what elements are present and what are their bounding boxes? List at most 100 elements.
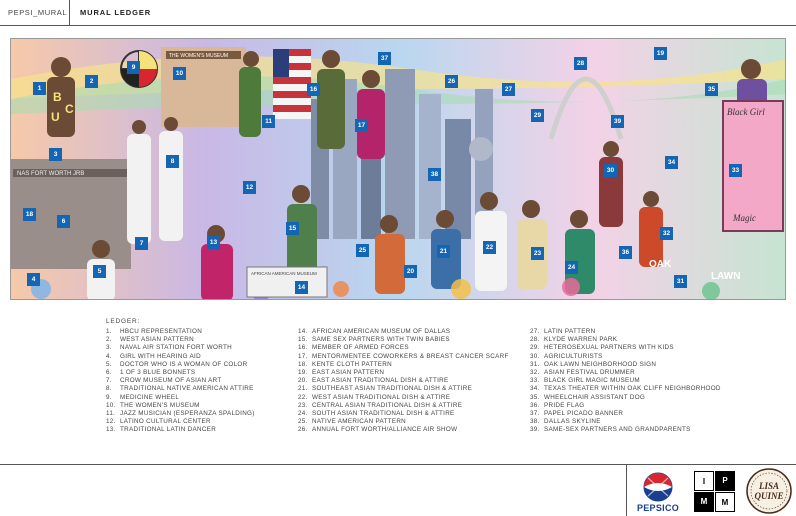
mural-marker-36[interactable]: 36: [619, 246, 632, 259]
ledger-item: 31.OAK LAWN NEIGHBORHOOD SIGN: [530, 360, 657, 368]
mural-marker-13[interactable]: 13: [207, 236, 220, 249]
mural-marker-26[interactable]: 26: [445, 75, 458, 88]
quine-text: QUINE: [754, 491, 783, 501]
mural-marker-15[interactable]: 15: [286, 222, 299, 235]
mural-marker-2[interactable]: 2: [85, 75, 98, 88]
mural-marker-11[interactable]: 11: [262, 115, 275, 128]
ledger-column-1: 1.HBCU REPRESENTATION 2.WEST ASIAN PATTE…: [106, 328, 255, 435]
mural-marker-32[interactable]: 32: [660, 227, 673, 240]
ledger-item: 11.JAZZ MUSICIAN (ESPERANZA SPALDING): [106, 410, 255, 418]
mural-marker-5[interactable]: 5: [93, 265, 106, 278]
pepsi-globe-icon: [643, 472, 673, 502]
ipm-cell-p: P: [715, 471, 735, 491]
ledger-item: 6.1 OF 3 BLUE BONNETS: [106, 369, 196, 377]
ledger-item: 33.BLACK GIRL MAGIC MUSEUM: [530, 377, 640, 385]
ledger-item: 29.HETEROSEXUAL PARTNERS WITH KIDS: [530, 344, 674, 352]
mural-marker-9[interactable]: 9: [127, 61, 140, 74]
ledger-column-3: 27.LATIN PATTERN 28.KLYDE WARREN PARK 29…: [530, 328, 721, 435]
ledger-item: 30.AGRICULTURISTS: [530, 352, 603, 360]
mural-marker-16[interactable]: 16: [307, 83, 320, 96]
mural-marker-7[interactable]: 7: [135, 237, 148, 250]
mural-marker-38[interactable]: 38: [428, 168, 441, 181]
ledger-item: 8.TRADITIONAL NATIVE AMERICAN ATTIRE: [106, 385, 254, 393]
mural-marker-8[interactable]: 8: [166, 155, 179, 168]
ledger-item: 26.ANNUAL FORT WORTH/ALLIANCE AIR SHOW: [298, 426, 458, 434]
ledger-item: 39.SAME-SEX PARTNERS AND GRANDPARENTS: [530, 426, 691, 434]
mural-marker-20[interactable]: 20: [404, 265, 417, 278]
ledger-column-2: 14.AFRICAN AMERICAN MUSEUM OF DALLAS 15.…: [298, 328, 509, 435]
mural-artwork: NAS FORT WORTH JRB THE WOMEN'S MUSEUM: [11, 39, 785, 299]
ipm-cell-i: I: [694, 471, 714, 491]
mural-marker-18[interactable]: 18: [23, 208, 36, 221]
mural-marker-27[interactable]: 27: [502, 83, 515, 96]
mural-marker-22[interactable]: 22: [483, 241, 496, 254]
ledger-item: 1.HBCU REPRESENTATION: [106, 328, 203, 335]
mural-marker-21[interactable]: 21: [437, 245, 450, 258]
mural-marker-12[interactable]: 12: [243, 181, 256, 194]
ledger-item: 10.THE WOMEN'S MUSEUM: [106, 401, 200, 409]
mural-marker-39[interactable]: 39: [611, 115, 624, 128]
mural-marker-25[interactable]: 25: [356, 244, 369, 257]
ledger-item: 13.TRADITIONAL LATIN DANCER: [106, 426, 217, 434]
lisa-text: LISA: [758, 481, 779, 491]
mural-marker-1[interactable]: 1: [33, 82, 46, 95]
mural-marker-4[interactable]: 4: [27, 273, 40, 286]
ledger-item: 9.MEDICINE WHEEL: [106, 393, 180, 401]
ledger-item: 20.EAST ASIAN TRADITIONAL DISH & ATTIRE: [298, 377, 449, 385]
pepsico-wordmark: PEPSICO: [636, 503, 680, 513]
lisa-quine-logo: LISA QUINE: [746, 468, 792, 514]
footer-logo-divider: [626, 464, 627, 516]
aam-sign-text: AFRICAN AMERICAN MUSEUM: [251, 271, 317, 276]
ledger-item: 37.PAPEL PICADO BANNER: [530, 410, 624, 418]
womens-museum-text: THE WOMEN'S MUSEUM: [169, 53, 228, 59]
ledger-item: 28.KLYDE WARREN PARK: [530, 336, 618, 344]
ledger-item: 17.MENTOR/MENTEE COWORKERS & BREAST CANC…: [298, 352, 509, 360]
mural-marker-33[interactable]: 33: [729, 164, 742, 177]
ledger-item: 24.SOUTH ASIAN TRADITIONAL DISH & ATTIRE: [298, 410, 455, 418]
black-girl-text: Black Girl: [727, 107, 765, 117]
ledger-item: 14.AFRICAN AMERICAN MUSEUM OF DALLAS: [298, 328, 451, 335]
mural-marker-17[interactable]: 17: [355, 119, 368, 132]
mural-marker-35[interactable]: 35: [705, 83, 718, 96]
mural-marker-14[interactable]: 14: [295, 281, 308, 294]
magic-text: Magic: [732, 213, 756, 223]
mural-marker-29[interactable]: 29: [531, 109, 544, 122]
brand-label: PEPSI_MURAL: [0, 0, 70, 26]
mural-marker-34[interactable]: 34: [665, 156, 678, 169]
mural-marker-10[interactable]: 10: [173, 67, 186, 80]
mural-marker-23[interactable]: 23: [531, 247, 544, 260]
ipm-cell-m2: M: [715, 492, 735, 512]
ledger-item: 3.NAVAL AIR STATION FORT WORTH: [106, 344, 232, 352]
mural-illustration: NAS FORT WORTH JRB THE WOMEN'S MUSEUM: [10, 38, 786, 300]
ledger-item: 22.WEST ASIAN TRADITIONAL DISH & ATTIRE: [298, 393, 451, 401]
ledger-item: 7.CROW MUSEUM OF ASIAN ART: [106, 377, 222, 385]
ledger-item: 32.ASIAN FESTIVAL DRUMMER: [530, 369, 635, 377]
hbcu-b: B: [53, 90, 62, 104]
ipm-logo: I P M M: [694, 471, 736, 513]
mural-marker-3[interactable]: 3: [49, 148, 62, 161]
ledger-item: 5.DOCTOR WHO IS A WOMAN OF COLOR: [106, 360, 248, 368]
ledger-item: 21.SOUTHEAST ASIAN TRADITIONAL DISH & AT…: [298, 385, 473, 393]
mural-marker-31[interactable]: 31: [674, 275, 687, 288]
lisa-quine-badge-icon: LISA QUINE: [746, 468, 792, 514]
ledger-item: 36.PRIDE FLAG: [530, 401, 585, 409]
lawn-sign-text: LAWN: [711, 271, 740, 282]
hbcu-u: U: [51, 110, 60, 124]
nas-sign-text: NAS FORT WORTH JRB: [17, 171, 84, 177]
ledger-item: 38.DALLAS SKYLINE: [530, 418, 601, 426]
pepsico-logo: PEPSICO: [630, 470, 686, 513]
mural-marker-30[interactable]: 30: [604, 164, 617, 177]
ledger-item: 4.GIRL WITH HEARING AID: [106, 352, 201, 360]
ledger-item: 18.KENTE CLOTH PATTERN: [298, 360, 392, 368]
mural-marker-6[interactable]: 6: [57, 215, 70, 228]
ledger-item: 23.CENTRAL ASIAN TRADITIONAL DISH & ATTI…: [298, 401, 463, 409]
mural-marker-37[interactable]: 37: [378, 52, 391, 65]
mural-marker-24[interactable]: 24: [565, 261, 578, 274]
ledger-item: 25.NATIVE AMERICAN PATTERN: [298, 418, 407, 426]
mural-marker-28[interactable]: 28: [574, 57, 587, 70]
footer-divider: [0, 464, 796, 465]
mural-marker-19[interactable]: 19: [654, 47, 667, 60]
ledger-item: 12.LATINO CULTURAL CENTER: [106, 418, 211, 426]
page-title: MURAL LEDGER: [80, 8, 152, 17]
hbcu-c: C: [65, 102, 74, 116]
